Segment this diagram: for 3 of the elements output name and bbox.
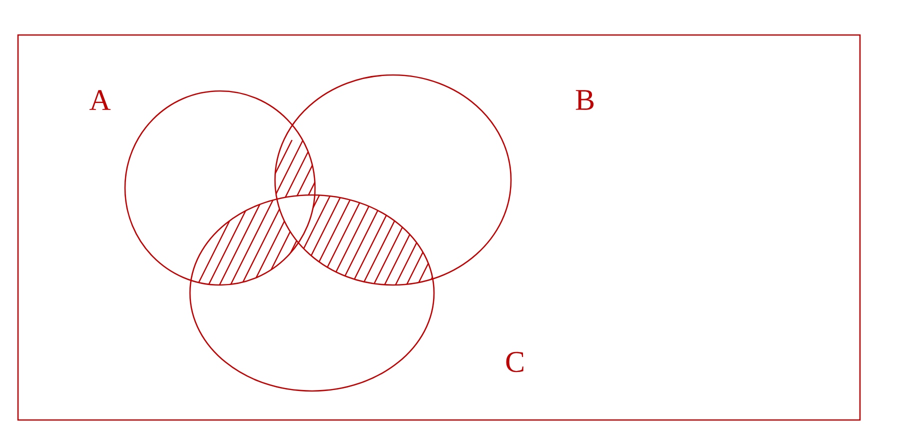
set-label: A bbox=[89, 90, 111, 110]
set-label: B bbox=[576, 90, 594, 110]
set-label: C bbox=[506, 352, 524, 372]
